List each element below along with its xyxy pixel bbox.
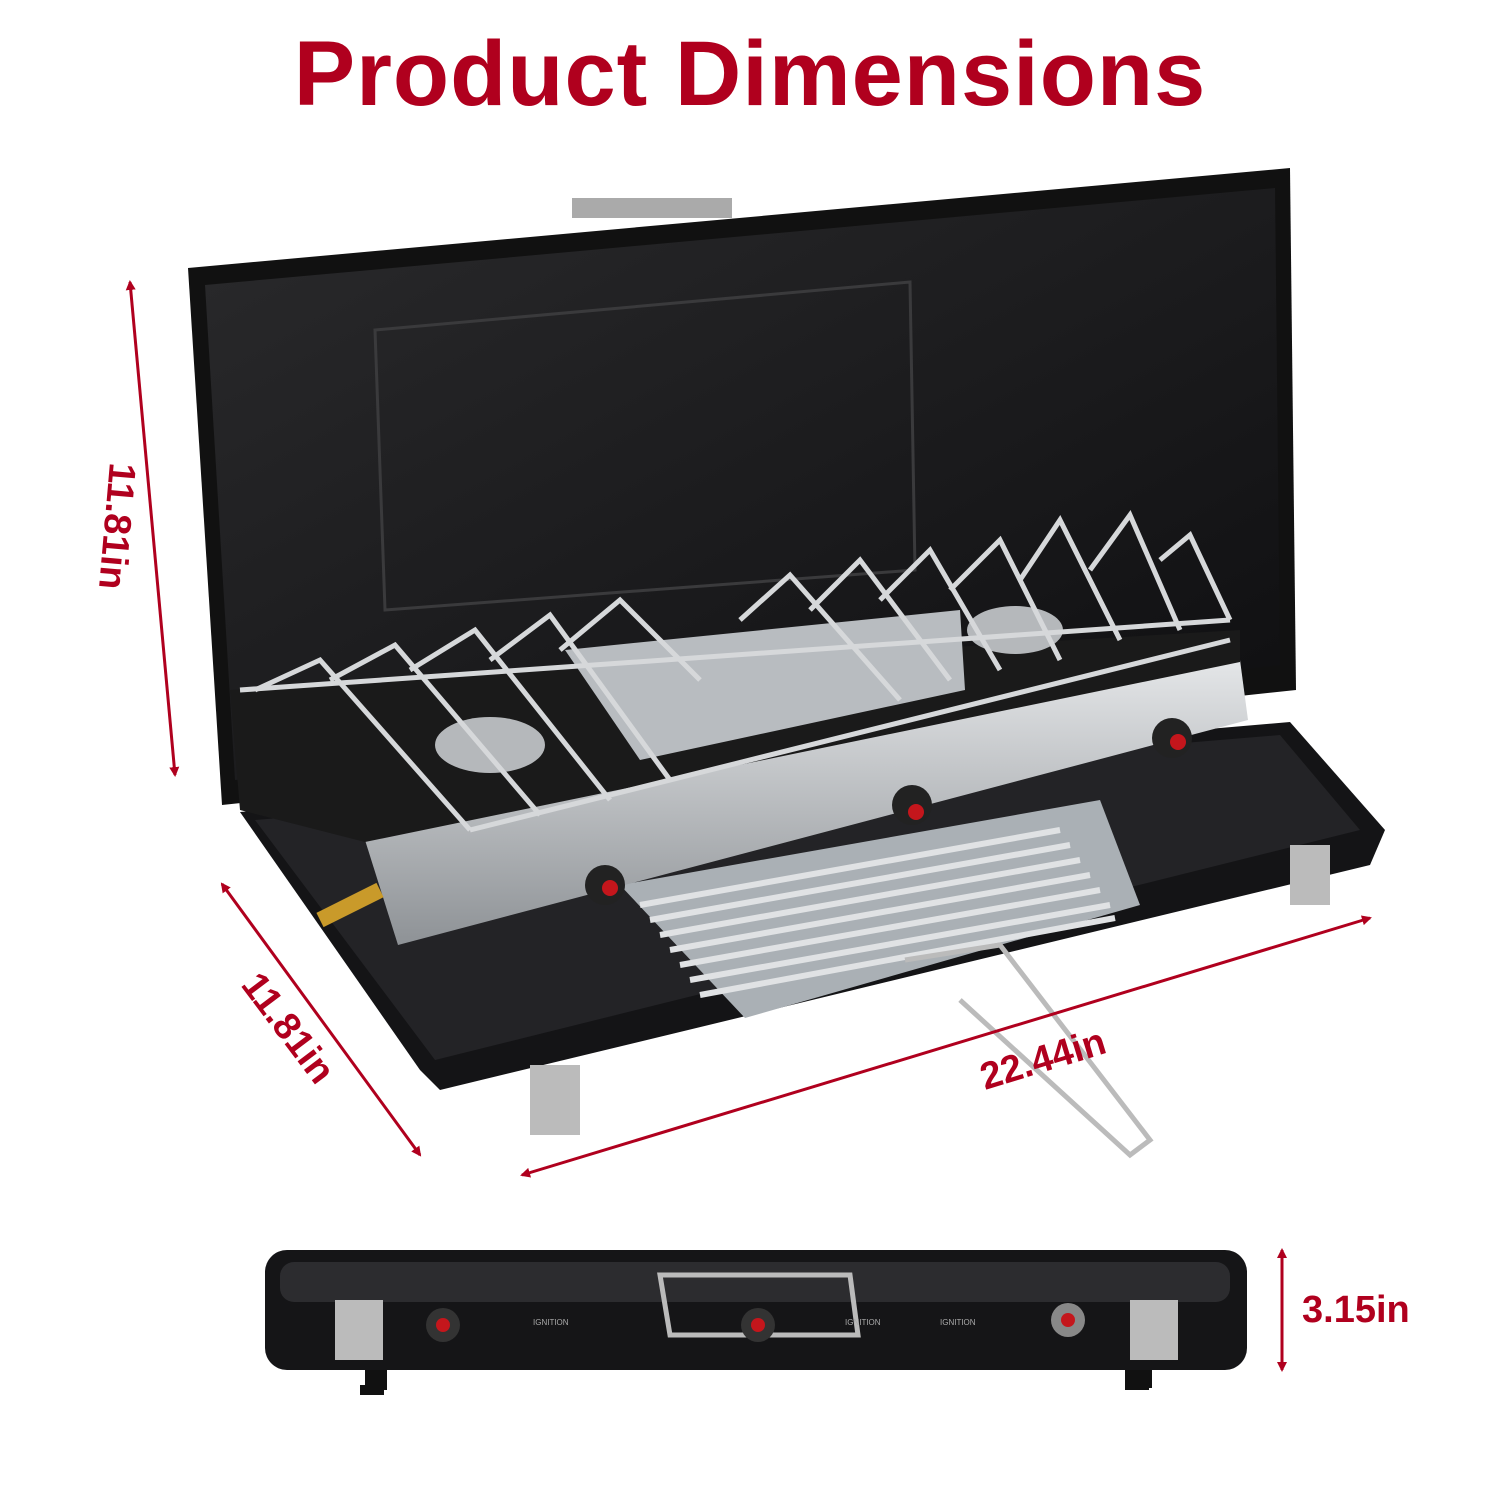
burner-right bbox=[967, 606, 1063, 654]
height-label: 11.81in bbox=[90, 461, 143, 591]
closed-latch-left bbox=[335, 1300, 383, 1360]
lid-handle bbox=[572, 198, 732, 218]
knob-center bbox=[892, 785, 932, 825]
open-stove bbox=[188, 168, 1385, 1159]
closed-stove: IGNITION IGNITION IGNITION bbox=[265, 1250, 1247, 1395]
ignition-label-1: IGNITION bbox=[533, 1318, 569, 1327]
control-panel bbox=[365, 660, 1248, 945]
closed-handle bbox=[657, 1272, 861, 1338]
pot-support bbox=[239, 509, 1233, 833]
burner-left bbox=[435, 717, 545, 773]
latch-left bbox=[530, 1065, 580, 1135]
height-arrow bbox=[125, 280, 180, 777]
width-arrow bbox=[520, 915, 1372, 1178]
closed-height-label: 3.15in bbox=[1302, 1289, 1410, 1331]
closed-latch-right bbox=[1130, 1300, 1178, 1360]
ignition-label-2: IGNITION bbox=[845, 1318, 881, 1327]
page-title: Product Dimensions bbox=[293, 23, 1207, 125]
depth-arrow bbox=[220, 882, 422, 1157]
latch-right bbox=[1290, 845, 1330, 905]
ignition-label-3: IGNITION bbox=[940, 1318, 976, 1327]
